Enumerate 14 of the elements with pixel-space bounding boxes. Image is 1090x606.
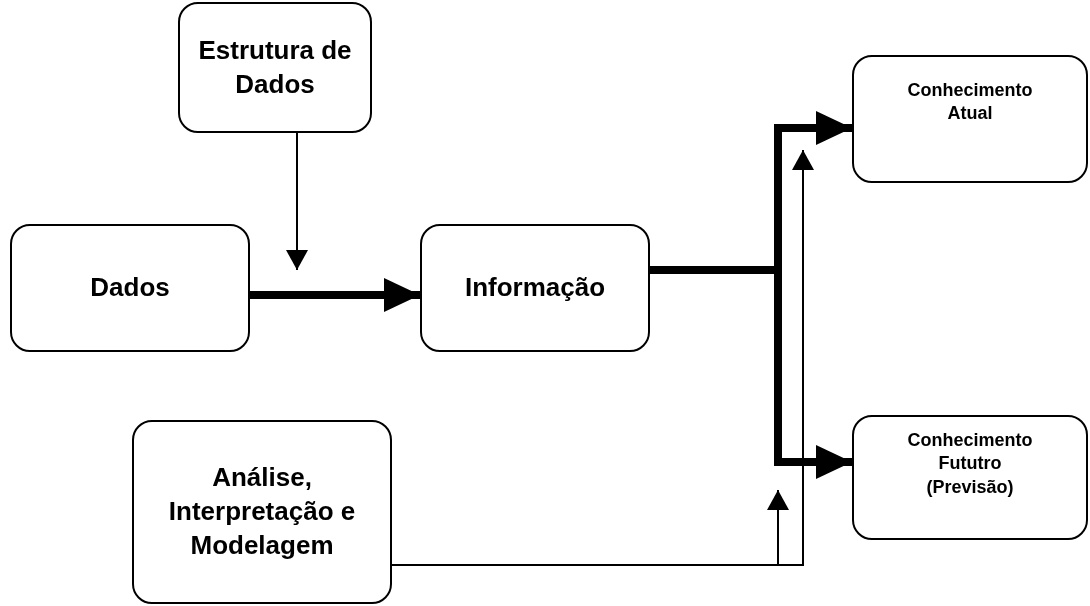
process-box: [852, 415, 1088, 540]
box-label: Análise, Interpretação e Modelagem: [167, 461, 357, 562]
process-box: [852, 55, 1088, 183]
process-box: [178, 2, 372, 133]
box-label: Conhecimento Atual: [906, 79, 1034, 126]
process-box: [420, 224, 650, 352]
box-label: Conhecimento Fututro (Previsão): [906, 429, 1034, 499]
process-box: [132, 420, 392, 604]
arrow: [286, 132, 308, 271]
box-label: Estrutura de Dados: [197, 33, 353, 101]
box-label: Informação: [463, 271, 607, 305]
arrow: [250, 278, 420, 312]
process-box: [10, 224, 250, 352]
box-label: Dados: [89, 271, 171, 305]
